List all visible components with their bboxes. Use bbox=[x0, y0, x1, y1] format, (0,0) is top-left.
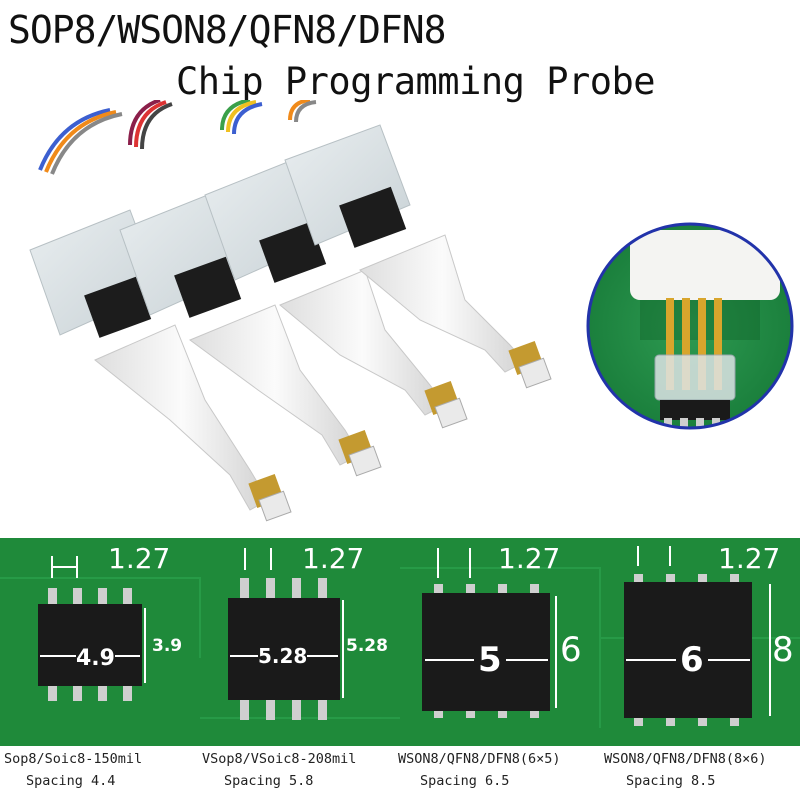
pitch-label-4: 1.27 bbox=[718, 542, 781, 575]
width-label-2: 5.28 bbox=[258, 644, 308, 668]
caption-4-spacing: Spacing 8.5 bbox=[626, 773, 716, 789]
magnified-view bbox=[586, 222, 794, 430]
caption-2-spacing: Spacing 5.8 bbox=[224, 773, 314, 789]
package-strip: 1.27 4.9 3.9 1.27 5.28 5.28 1.27 5 6 1.2… bbox=[0, 538, 800, 746]
height-label-3: 6 bbox=[560, 630, 582, 670]
caption-3: WSON8/QFN8/DFN8(6×5) Spacing 6.5 bbox=[398, 748, 598, 792]
pitch-label-3: 1.27 bbox=[498, 542, 561, 575]
pitch-label-1: 1.27 bbox=[108, 542, 171, 575]
probe-4 bbox=[284, 124, 552, 389]
caption-2: VSop8/VSoic8-208mil Spacing 5.8 bbox=[202, 748, 402, 792]
caption-3-name: WSON8/QFN8/DFN8(6×5) bbox=[398, 751, 561, 767]
title-line-2: Chip Programming Probe bbox=[176, 60, 656, 103]
height-label-4: 8 bbox=[772, 630, 794, 670]
caption-2-name: VSop8/VSoic8-208mil bbox=[202, 751, 357, 767]
caption-1-name: Sop8/Soic8-150mil bbox=[4, 751, 143, 767]
pitch-label-2: 1.27 bbox=[302, 542, 365, 575]
width-label-4: 6 bbox=[676, 640, 708, 680]
caption-1: Sop8/Soic8-150mil Spacing 4.4 bbox=[4, 748, 204, 792]
caption-3-spacing: Spacing 6.5 bbox=[420, 773, 510, 789]
title-line-1: SOP8/WSON8/QFN8/DFN8 bbox=[8, 8, 447, 52]
ribbon-wires bbox=[38, 100, 317, 175]
caption-4: WSON8/QFN8/DFN8(8×6) Spacing 8.5 bbox=[604, 748, 800, 792]
caption-4-name: WSON8/QFN8/DFN8(8×6) bbox=[604, 751, 767, 767]
width-label-3: 5 bbox=[474, 640, 506, 680]
height-label-2: 5.28 bbox=[346, 636, 388, 656]
chip-sop8 bbox=[38, 556, 146, 701]
probe-photo bbox=[29, 100, 794, 522]
width-label-1: 4.9 bbox=[76, 646, 115, 671]
caption-1-spacing: Spacing 4.4 bbox=[26, 773, 116, 789]
height-label-1: 3.9 bbox=[152, 636, 183, 656]
